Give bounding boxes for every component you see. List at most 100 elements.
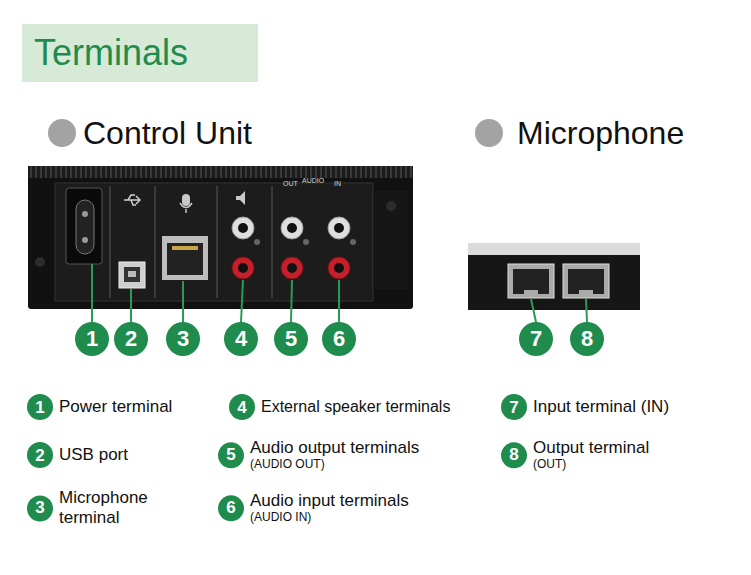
rca-hole <box>287 223 297 233</box>
microphone-symbol <box>182 194 190 206</box>
rca-jacks <box>232 217 356 279</box>
item-text-column: USB port <box>59 445 128 465</box>
callout-number: 2 <box>114 322 148 356</box>
legend-item: 7 Input terminal (IN) <box>501 394 669 420</box>
panel-divider <box>271 186 273 298</box>
power-pin <box>82 237 88 243</box>
terminal-tag: (OUT) <box>533 458 649 472</box>
item-text-column: Audio output terminals(AUDIO OUT) <box>250 438 419 471</box>
callout-number: 5 <box>274 322 308 356</box>
panel-dot <box>254 239 260 245</box>
rca-hole <box>238 263 248 273</box>
item-text-column: External speaker terminals <box>261 398 450 416</box>
badge-number: 5 <box>226 447 235 464</box>
power-pin <box>82 211 88 217</box>
section-heading: Control Unit <box>83 117 252 149</box>
legend-item: 2 USB port <box>27 442 128 468</box>
rca-red <box>281 257 303 279</box>
leader-line <box>241 280 243 322</box>
leader-line <box>531 299 536 322</box>
rj-tab <box>524 290 538 296</box>
usb-symbol <box>124 195 140 205</box>
microphone-body <box>468 255 640 310</box>
callout-number-text: 3 <box>177 328 189 350</box>
rca-hole <box>238 223 248 233</box>
legend-item: 5 Audio output terminals(AUDIO OUT) <box>218 438 419 471</box>
rj-port <box>508 264 554 298</box>
microphone-top <box>468 243 640 255</box>
power-socket <box>66 188 102 264</box>
number-badge: 3 <box>27 495 53 521</box>
power-socket-inner <box>76 200 94 254</box>
callout-number: 1 <box>75 322 109 356</box>
number-badge: 2 <box>27 442 53 468</box>
rca-white <box>232 217 254 239</box>
speaker-symbol <box>236 191 245 205</box>
legend-item: 6 Audio input terminals(AUDIO IN) <box>218 491 409 524</box>
terminal-tag: (AUDIO OUT) <box>250 458 419 472</box>
legend-item: 8 Output terminal(OUT) <box>501 438 649 471</box>
item-text-column: Output terminal(OUT) <box>533 438 649 471</box>
leader-line <box>586 299 587 322</box>
rj-tab <box>579 290 593 296</box>
terminal-name: Audio output terminals <box>250 438 419 458</box>
item-text-column: Audio input terminals(AUDIO IN) <box>250 491 409 524</box>
item-text-column: Microphone terminal <box>59 488 177 527</box>
terminal-name: Microphone terminal <box>59 488 177 527</box>
item-text-column: Input terminal (IN) <box>533 397 669 417</box>
terminal-name: Audio input terminals <box>250 491 409 511</box>
callout-number-text: 2 <box>125 328 137 350</box>
number-badge: 6 <box>218 495 244 521</box>
leader-line <box>182 281 184 322</box>
badge-number: 1 <box>35 399 44 416</box>
badge-number: 2 <box>35 447 44 464</box>
panel-divider <box>216 186 218 298</box>
microphone-symbol <box>180 203 192 213</box>
terminal-name: Input terminal (IN) <box>533 397 669 417</box>
number-badge: 4 <box>229 394 255 420</box>
callout-number-text: 6 <box>333 328 345 350</box>
badge-number: 4 <box>237 399 246 416</box>
terminal-name: Power terminal <box>59 397 172 417</box>
terminal-panel <box>55 183 373 301</box>
panel-dot <box>303 239 309 245</box>
callout-number-text: 5 <box>285 328 297 350</box>
number-badge: 7 <box>501 394 527 420</box>
panel-marking: OUT <box>283 180 298 187</box>
rj-port-inner <box>167 243 203 275</box>
legend-item: 3Microphone terminal <box>27 488 177 527</box>
rj-port <box>162 236 208 280</box>
leader-line <box>338 280 340 322</box>
rca-hole <box>334 263 344 273</box>
badge-number: 8 <box>509 447 518 464</box>
vent-grille <box>28 166 413 178</box>
callout-number: 6 <box>322 322 356 356</box>
legend-item: 4 External speaker terminals <box>229 394 450 420</box>
callout-number-text: 7 <box>530 328 542 350</box>
terminal-name: Output terminal <box>533 438 649 458</box>
unit-body <box>28 166 413 309</box>
badge-number: 6 <box>226 500 235 517</box>
callout-number-text: 8 <box>581 328 593 350</box>
title-band: Terminals <box>22 24 258 82</box>
screw <box>386 201 396 211</box>
screw <box>35 257 45 267</box>
microphone-photo <box>468 243 640 310</box>
panel-dot <box>350 239 356 245</box>
section-bullet <box>475 119 503 147</box>
usb-port <box>119 262 145 288</box>
item-text-column: Power terminal <box>59 397 172 417</box>
terminal-name: USB port <box>59 445 128 465</box>
terminal-tag: (AUDIO IN) <box>250 511 409 525</box>
callout-number: 7 <box>519 322 553 356</box>
leader-line <box>91 264 93 322</box>
leader-line <box>291 280 292 322</box>
callout-number-text: 4 <box>235 328 247 350</box>
panel-divider <box>109 186 111 298</box>
callout-number-text: 1 <box>86 328 98 350</box>
number-badge: 1 <box>27 394 53 420</box>
terminal-name: External speaker terminals <box>261 398 450 416</box>
usb-port-tongue <box>128 271 136 277</box>
section-bullet <box>48 119 76 147</box>
callout-number: 3 <box>166 322 200 356</box>
